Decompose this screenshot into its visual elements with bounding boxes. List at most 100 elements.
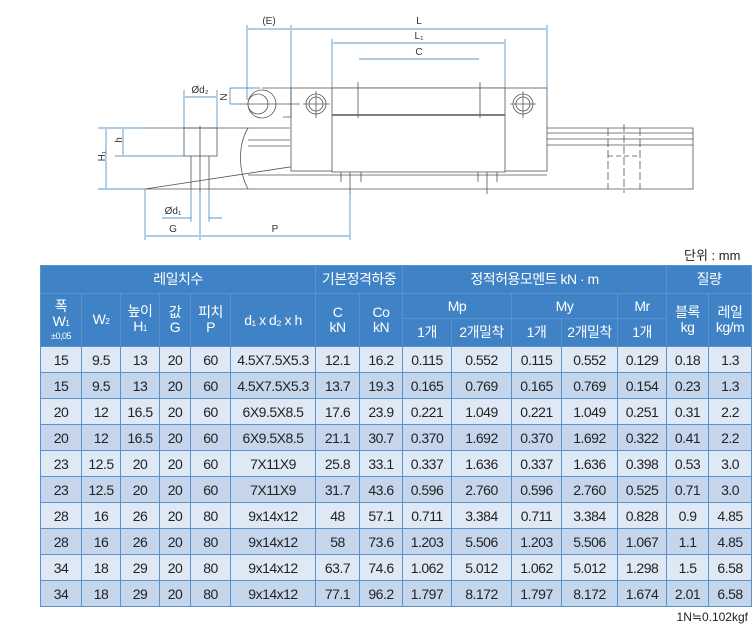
table-cell: 23 bbox=[40, 476, 82, 503]
table-cell: 4.85 bbox=[708, 528, 753, 555]
group-rail-dimensions: 레일치수 bbox=[40, 265, 316, 294]
table-cell: 0.115 bbox=[402, 346, 452, 373]
dim-l-label: L bbox=[416, 16, 422, 27]
table-cell: 29 bbox=[120, 580, 160, 607]
table-cell: 20 bbox=[159, 554, 191, 581]
table-cell: 80 bbox=[190, 554, 231, 581]
table-cell: 0.769 bbox=[451, 372, 512, 399]
table-cell: 60 bbox=[190, 398, 231, 425]
table-cell: 0.711 bbox=[402, 502, 452, 529]
table-cell: 20 bbox=[40, 398, 82, 425]
table-cell: 23.9 bbox=[359, 398, 403, 425]
table-cell: 15 bbox=[40, 346, 82, 373]
table-cell: 23 bbox=[40, 450, 82, 477]
table-cell: 0.370 bbox=[511, 424, 562, 451]
table-cell: 96.2 bbox=[359, 580, 403, 607]
header-hole-dims: d₁ x d₂ x h bbox=[230, 293, 316, 347]
table-cell: 80 bbox=[190, 502, 231, 529]
header-w2: W2 bbox=[81, 293, 121, 347]
table-cell: 1.3 bbox=[708, 372, 753, 399]
table-cell: 16.5 bbox=[120, 424, 160, 451]
table-cell: 20 bbox=[159, 450, 191, 477]
dim-e-label: (E) bbox=[262, 16, 275, 27]
dim-l1-label: L₁ bbox=[415, 31, 425, 42]
table-cell: 18 bbox=[81, 580, 121, 607]
table-cell: 18 bbox=[81, 554, 121, 581]
table-cell: 2.760 bbox=[451, 476, 512, 503]
dim-d2-label: Ød₂ bbox=[191, 85, 208, 96]
table-cell: 12 bbox=[81, 398, 121, 425]
table-cell: 17.6 bbox=[315, 398, 360, 425]
header-mp-single: 1개 bbox=[402, 318, 452, 347]
linear-guide-drawing: (E) L L₁ C N Ød₂ h H₁ Ød₁ G P bbox=[97, 16, 694, 240]
dim-p-label: P bbox=[272, 224, 279, 235]
table-cell: 20 bbox=[159, 580, 191, 607]
dim-h-label: h bbox=[114, 137, 125, 143]
table-cell: 1.062 bbox=[402, 554, 452, 581]
table-cell: 63.7 bbox=[315, 554, 360, 581]
table-cell: 60 bbox=[190, 346, 231, 373]
table-cell: 0.828 bbox=[616, 502, 668, 529]
table-cell: 34 bbox=[40, 554, 82, 581]
table-cell: 2.760 bbox=[561, 476, 618, 503]
table-cell: 80 bbox=[190, 580, 231, 607]
table-cell: 20 bbox=[159, 424, 191, 451]
table-cell: 33.1 bbox=[359, 450, 403, 477]
table-cell: 16 bbox=[81, 502, 121, 529]
dim-h1-label: H₁ bbox=[97, 150, 108, 161]
block-body bbox=[331, 87, 506, 173]
table-cell: 57.1 bbox=[359, 502, 403, 529]
table-cell: 1.298 bbox=[616, 554, 668, 581]
table-cell: 1.203 bbox=[402, 528, 452, 555]
table-cell: 13.7 bbox=[315, 372, 360, 399]
table-cell: 28 bbox=[40, 502, 82, 529]
table-cell: 0.251 bbox=[616, 398, 668, 425]
table-cell: 0.711 bbox=[511, 502, 562, 529]
table-cell: 15 bbox=[40, 372, 82, 399]
table-cell: 20 bbox=[159, 346, 191, 373]
table-cell: 8.172 bbox=[451, 580, 512, 607]
table-cell: 26 bbox=[120, 502, 160, 529]
group-static-moment: 정적허용모멘트 kN · m bbox=[401, 265, 668, 294]
table-cell: 12.5 bbox=[81, 450, 121, 477]
table-cell: 20 bbox=[40, 424, 82, 451]
table-cell: 73.6 bbox=[359, 528, 403, 555]
table-cell: 34 bbox=[40, 580, 82, 607]
table-cell: 20 bbox=[120, 476, 160, 503]
table-cell: 28 bbox=[40, 528, 82, 555]
table-cell: 1.1 bbox=[666, 528, 710, 555]
dim-n-label: N bbox=[219, 93, 230, 100]
break-line bbox=[240, 127, 249, 190]
table-cell: 1.5 bbox=[666, 554, 710, 581]
table-cell: 26 bbox=[120, 528, 160, 555]
table-cell: 1.049 bbox=[451, 398, 512, 425]
table-cell: 1.797 bbox=[402, 580, 452, 607]
table-cell: 12.1 bbox=[315, 346, 360, 373]
table-cell: 9.5 bbox=[81, 346, 121, 373]
dim-g-label: G bbox=[169, 224, 177, 235]
table-cell: 20 bbox=[120, 450, 160, 477]
table-cell: 60 bbox=[190, 450, 231, 477]
table-cell: 0.53 bbox=[666, 450, 710, 477]
table-cell: 4.5X7.5X5.3 bbox=[230, 346, 316, 373]
table-cell: 9x14x12 bbox=[230, 580, 316, 607]
table-cell: 77.1 bbox=[315, 580, 360, 607]
conversion-note: 1N≒0.102kgf bbox=[676, 610, 748, 624]
table-cell: 5.012 bbox=[561, 554, 618, 581]
header-my-double: 2개밀착 bbox=[561, 318, 618, 347]
table-cell: 6.58 bbox=[708, 580, 753, 607]
table-cell: 1.203 bbox=[511, 528, 562, 555]
table-cell: 1.049 bbox=[561, 398, 618, 425]
table-cell: 16 bbox=[81, 528, 121, 555]
